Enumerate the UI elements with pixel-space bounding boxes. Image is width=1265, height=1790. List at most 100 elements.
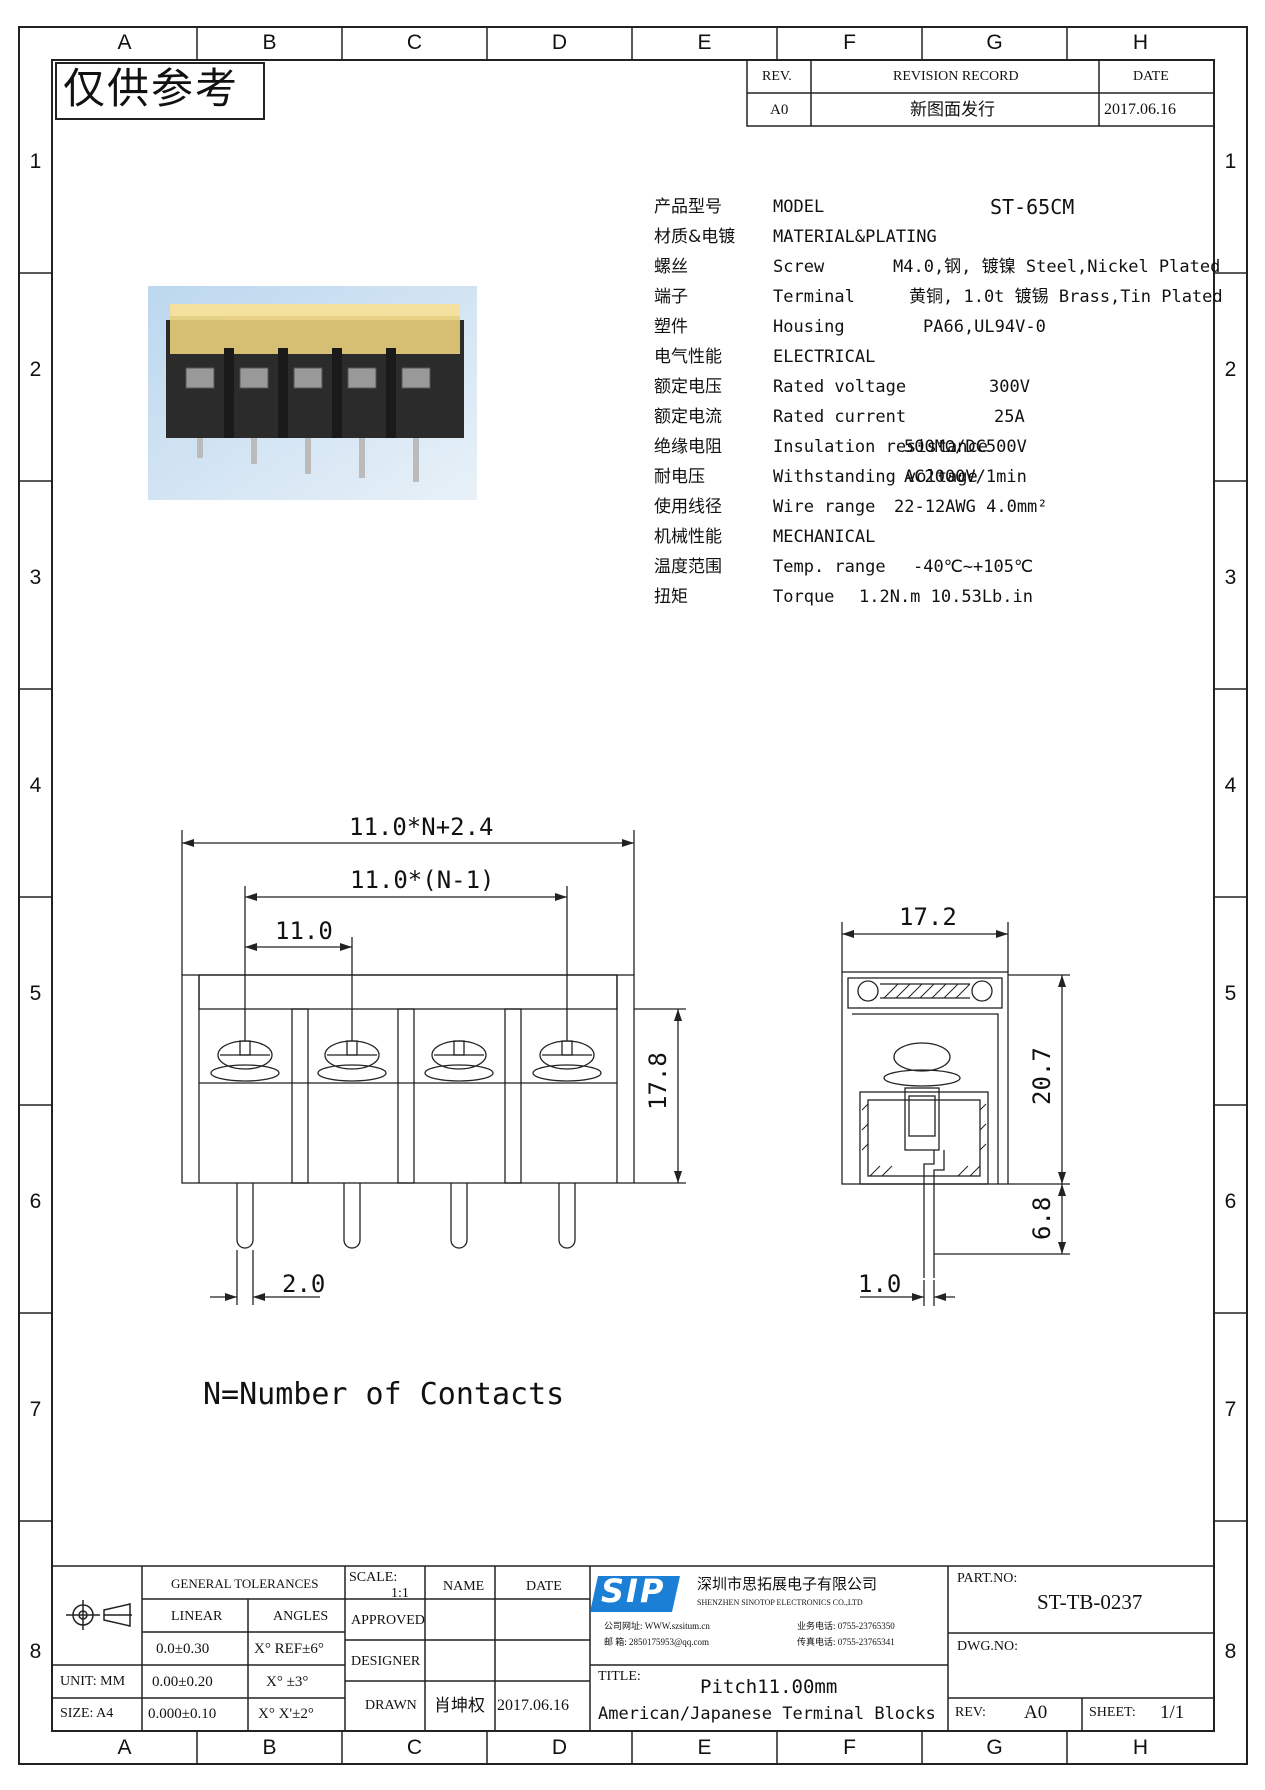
zone-col-a-bottom: A [117,1736,132,1759]
linear-tolerance-1: 0.0±0.30 [156,1641,210,1657]
spec-label-cn: 螺丝 [654,257,688,277]
spec-label-cn: 额定电流 [654,407,722,427]
dwg-no-label: DWG.NO: [957,1639,1019,1654]
rev-value-footer: A0 [1024,1702,1048,1723]
linear-tolerance-2: 0.00±0.20 [152,1674,213,1690]
size-label: SIZE: A4 [60,1706,114,1721]
spec-value: 500MΩ/DC500V [904,437,1027,457]
spec-label-cn: 材质&电镀 [654,227,736,247]
company-name-cn: 深圳市思拓展电子有限公司 [697,1575,878,1593]
spec-value: M4.0,钢, 镀镍 Steel,Nickel Plated [893,257,1221,277]
spec-label-cn: 电气性能 [654,347,722,367]
title-line-2: American/Japanese Terminal Blocks [598,1704,936,1724]
company-phone: 业务电话: 0755-23765350 [797,1621,895,1631]
spec-label-cn: 塑件 [654,317,688,337]
dimension-overall-length: 11.0*N+2.4 [349,813,494,841]
spec-label-en: ELECTRICAL [773,347,876,367]
linear-label: LINEAR [171,1609,223,1624]
zone-col-c-bottom: C [406,1736,423,1759]
unit-label: UNIT: MM [60,1674,126,1689]
contacts-note: N=Number of Contacts [203,1377,565,1412]
zone-col-g-bottom: G [986,1736,1003,1759]
rev-label: REV: [955,1705,986,1720]
drawn-date: 2017.06.16 [497,1697,569,1714]
part-no-value: ST-TB-0237 [1037,1590,1143,1614]
spec-label-en: Wire range [773,497,876,517]
reference-watermark: 仅供参考 [63,64,240,113]
zone-col-f-bottom: F [843,1736,856,1759]
sheet-value: 1/1 [1160,1702,1185,1723]
spec-label-cn: 耐电压 [654,467,705,487]
title-line-1: Pitch11.00mm [700,1676,838,1698]
zone-col-f-top: F [843,31,856,54]
company-logo [590,1576,680,1612]
spec-label-en: Temp. range [773,557,886,577]
spec-label-en: Torque [773,587,835,607]
angle-tolerance-1: X° REF±6° [254,1641,324,1657]
spec-value: 25A [994,407,1025,427]
zone-row-3-right: 3 [1224,566,1237,589]
zone-row-8-right: 8 [1224,1640,1237,1663]
spec-label-cn: 产品型号 [654,197,722,217]
spec-value: AC2000V/1min [904,467,1027,487]
date-header: DATE [1133,69,1169,84]
spec-value: 1.2N.m 10.53Lb.in [859,587,1033,607]
spec-value: 黄铜, 1.0t 镀锡 Brass,Tin Plated [909,287,1223,307]
zone-row-6-right: 6 [1224,1190,1237,1213]
part-no-label: PART.NO: [957,1571,1018,1586]
zone-row-7-left: 7 [29,1398,42,1421]
zone-col-b-top: B [262,31,277,54]
revision-date-value: 2017.06.16 [1104,101,1176,118]
zone-row-2-left: 2 [29,358,42,381]
zone-col-b-bottom: B [262,1736,277,1759]
zone-row-7-right: 7 [1224,1398,1237,1421]
spec-label-en: Withstanding voltage [773,467,978,487]
spec-label-en: Terminal [773,287,855,307]
projection-symbol [66,1600,132,1630]
scale-value: 1:1 [391,1586,409,1601]
dimension-contact-span: 11.0*(N-1) [350,866,495,894]
zone-col-h-bottom: H [1132,1736,1149,1759]
spec-label-cn: 使用线径 [654,497,722,517]
spec-label-cn: 端子 [654,287,688,307]
spec-value: PA66,UL94V-0 [923,317,1046,337]
zone-row-1-right: 1 [1224,150,1237,173]
dimension-pitch: 11.0 [275,917,333,945]
spec-label-en: MODEL [773,197,825,217]
spec-label-en: Housing [773,317,845,337]
spec-label-cn: 额定电压 [654,377,722,397]
spec-label-en: MECHANICAL [773,527,876,547]
zone-col-e-bottom: E [697,1736,712,1759]
company-logo-text: SIP [601,1572,666,1610]
spec-label-cn: 机械性能 [654,527,722,547]
zone-col-a-top: A [117,31,132,54]
zone-col-d-top: D [551,31,568,54]
spec-value: -40℃~+105℃ [913,557,1034,577]
spec-label-cn: 绝缘电阻 [654,437,722,457]
name-column-label: NAME [443,1579,485,1594]
dimension-pin-thickness: 1.0 [858,1270,902,1298]
scale-label: SCALE: [349,1570,398,1585]
zone-row-6-left: 6 [29,1190,42,1213]
drawn-by-name: 肖坤权 [434,1696,485,1715]
zone-col-e-top: E [697,31,712,54]
zone-col-c-top: C [406,31,423,54]
general-tolerances-label: GENERAL TOLERANCES [171,1576,319,1591]
spec-value: ST-65CM [990,195,1075,219]
dimension-side-width: 17.2 [899,903,957,931]
approved-label: APPROVED [351,1613,425,1628]
spec-label-en: Insulation resistance [773,437,988,457]
company-email: 邮 箱: 2850175953@qq.com [604,1637,710,1647]
zone-row-2-right: 2 [1224,358,1237,381]
zone-row-1-left: 1 [29,150,42,173]
zone-row-4-left: 4 [29,774,42,797]
zone-row-8-left: 8 [29,1640,42,1663]
title-label: TITLE: [598,1669,641,1684]
zone-row-3-left: 3 [29,566,42,589]
angle-tolerance-3: X° X'±2° [258,1706,314,1722]
sheet-label: SHEET: [1089,1705,1136,1720]
spec-label-cn: 扭矩 [654,587,688,607]
spec-label-en: Rated voltage [773,377,907,397]
spec-label-en: Screw [773,257,825,277]
